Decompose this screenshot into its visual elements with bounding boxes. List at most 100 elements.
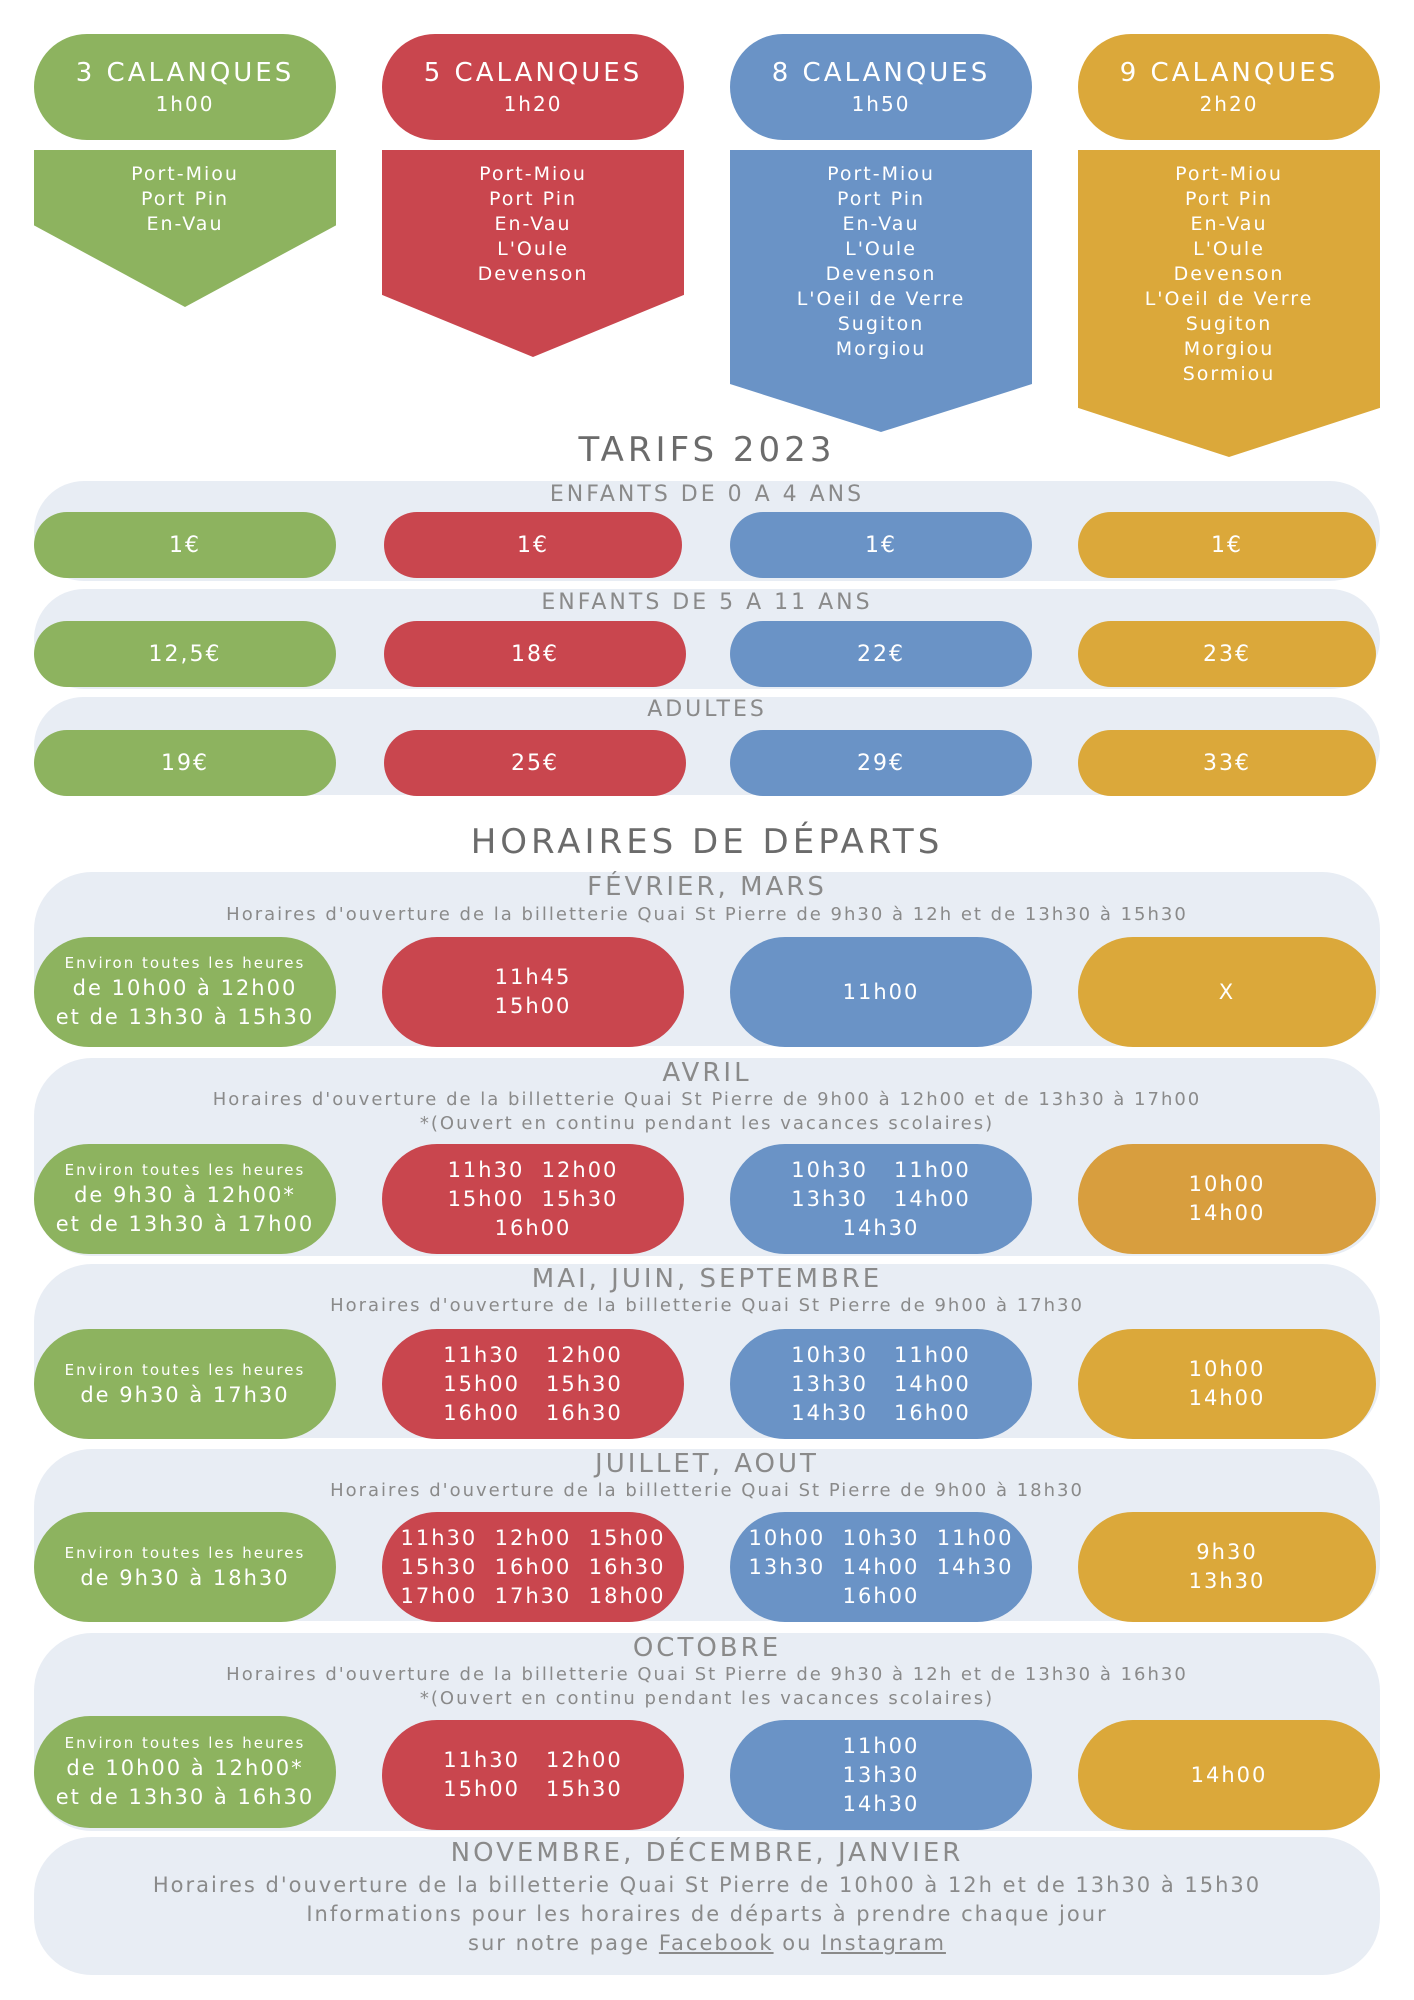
period-note: Horaires d'ouverture de la billetterie Q… <box>330 1480 1084 1501</box>
tour-name: 9 CALANQUES <box>1119 58 1339 88</box>
tarif-label: ENFANTS DE 5 A 11 ANS <box>541 590 873 615</box>
schedule-line: et de 13h30 à 15h30 <box>55 1005 315 1029</box>
schedule-line: de 10h00 à 12h00 <box>72 976 298 1000</box>
price-9-calanques: 1€ <box>1078 512 1376 578</box>
schedule-9-calanques: X <box>1078 937 1376 1047</box>
schedule-line: 10h30 11h00 <box>791 1342 971 1367</box>
schedule-5-calanques: 11h30 12h00 15h00 15h30 16h00 <box>382 1144 684 1254</box>
price-3-calanques: 12,5€ <box>34 621 336 687</box>
schedule-line: de 9h30 à 18h30 <box>80 1565 290 1590</box>
stop-item: Port-Miou <box>1175 163 1283 185</box>
price-5-calanques: 1€ <box>384 512 682 578</box>
schedule-intro: Environ toutes les heures <box>64 1734 306 1752</box>
schedule-line: 14h30 16h00 <box>791 1400 971 1425</box>
instagram-link[interactable]: Instagram <box>821 1931 946 1955</box>
schedule-line: 9h30 <box>1196 1540 1258 1564</box>
winter-note: Horaires d'ouverture de la billetterie Q… <box>152 1873 1262 1897</box>
schedule-line: 10h30 11h00 <box>791 1157 971 1182</box>
schedule-line: 16h00 16h30 <box>443 1400 623 1425</box>
tarif-label: ENFANTS DE 0 A 4 ANS <box>549 482 865 507</box>
schedule-intro: Environ toutes les heures <box>64 954 306 972</box>
stop-item: L'Oule <box>845 238 917 260</box>
tour-duration: 1h20 <box>503 92 563 116</box>
schedule-3-calanques: Environ toutes les heures de 10h00 à 12h… <box>34 1716 336 1828</box>
stop-item: Morgiou <box>835 338 927 360</box>
stop-item: Sugiton <box>1185 313 1273 335</box>
tour-3-stops: Port-Miou Port Pin En-Vau <box>34 150 336 307</box>
period-band-hiver <box>34 1837 1380 1975</box>
stop-item: Port-Miou <box>827 163 935 185</box>
period-note: Horaires d'ouverture de la billetterie Q… <box>226 1664 1188 1685</box>
period-label: OCTOBRE <box>632 1633 782 1663</box>
schedule-line: 11h30 12h00 <box>447 1157 619 1182</box>
tour-name: 3 CALANQUES <box>75 58 295 88</box>
stop-item: Port Pin <box>836 188 926 210</box>
schedule-line: 13h30 14h00 14h30 <box>748 1554 1014 1579</box>
schedule-line: 11h45 <box>494 965 572 989</box>
schedule-9-calanques: 14h00 <box>1078 1720 1380 1830</box>
price-8-calanques: 1€ <box>730 512 1032 578</box>
tour-8-header: 8 CALANQUES 1h50 <box>730 34 1032 140</box>
schedule-line: 16h00 <box>842 1583 920 1608</box>
period-note: *(Ouvert en continu pendant les vacances… <box>419 1113 995 1134</box>
schedule-line: 10h00 <box>1188 1357 1266 1381</box>
period-note: Horaires d'ouverture de la billetterie Q… <box>212 1089 1202 1110</box>
tour-5-stops: Port-Miou Port Pin En-Vau L'Oule Devenso… <box>382 150 684 357</box>
schedule-intro: Environ toutes les heures <box>64 1360 306 1379</box>
price-8-calanques: 29€ <box>730 730 1032 796</box>
stop-item: Port Pin <box>1184 188 1274 210</box>
tour-9-stops: Port-Miou Port Pin En-Vau L'Oule Devenso… <box>1078 150 1380 457</box>
period-label: FÉVRIER, MARS <box>587 872 827 902</box>
tarif-label: ADULTES <box>647 697 767 722</box>
schedule-line: de 10h00 à 12h00* <box>66 1756 304 1780</box>
schedule-line: 10h00 10h30 11h00 <box>748 1525 1014 1550</box>
stop-item: Port Pin <box>140 188 230 210</box>
stop-item: Sormiou <box>1182 363 1276 385</box>
schedule-line: 11h30 12h00 <box>443 1748 623 1772</box>
period-note: Horaires d'ouverture de la billetterie Q… <box>330 1295 1084 1316</box>
schedule-line: 15h00 <box>494 994 572 1018</box>
stop-item: En-Vau <box>1190 213 1268 235</box>
schedule-3-calanques: Environ toutes les heures de 10h00 à 12h… <box>34 937 336 1047</box>
schedule-3-calanques: Environ toutes les heures de 9h30 à 12h0… <box>34 1144 336 1254</box>
schedule-5-calanques: 11h45 15h00 <box>382 937 684 1047</box>
schedule-line: de 9h30 à 17h30 <box>80 1382 290 1407</box>
tour-name: 5 CALANQUES <box>423 58 643 88</box>
schedule-line: 14h30 <box>842 1215 920 1240</box>
stop-item: Devenson <box>825 263 937 285</box>
schedule-8-calanques: 11h00 <box>730 937 1032 1047</box>
schedule-5-calanques: 11h30 12h00 15h00 15h30 16h00 16h30 <box>382 1329 684 1439</box>
stop-item: L'Oeil de Verre <box>1144 288 1314 310</box>
period-label: JUILLET, AOUT <box>595 1449 819 1479</box>
period-label: MAI, JUIN, SEPTEMBRE <box>531 1264 883 1294</box>
schedule-9-calanques: 10h00 14h00 <box>1078 1329 1376 1439</box>
schedule-5-calanques: 11h30 12h00 15h00 15h30 <box>382 1720 684 1830</box>
price-8-calanques: 22€ <box>730 621 1032 687</box>
stop-item: En-Vau <box>146 213 224 235</box>
tour-3-header: 3 CALANQUES 1h00 <box>34 34 336 140</box>
schedule-9-calanques: 9h30 13h30 <box>1078 1512 1376 1622</box>
stop-item: Port-Miou <box>479 163 587 185</box>
schedule-line: 11h00 <box>842 979 920 1004</box>
schedule-line: 15h00 15h30 <box>443 1371 623 1396</box>
stop-item: L'Oeil de Verre <box>796 288 966 310</box>
schedule-intro: Environ toutes les heures <box>64 1543 306 1562</box>
facebook-link[interactable]: Facebook <box>658 1931 774 1955</box>
schedule-line: 14h00 <box>1188 1386 1266 1410</box>
schedule-8-calanques: 10h30 11h00 13h30 14h00 14h30 <box>730 1144 1032 1254</box>
schedule-line: 15h30 16h00 16h30 <box>400 1554 666 1579</box>
winter-note: Informations pour les horaires de départ… <box>306 1902 1108 1926</box>
stop-item: L'Oule <box>497 238 569 260</box>
schedule-line: 13h30 14h00 <box>791 1371 971 1396</box>
schedule-line: et de 13h30 à 17h00 <box>55 1212 315 1236</box>
winter-text: sur notre page <box>468 1931 659 1955</box>
schedule-line: 11h00 <box>842 1733 920 1758</box>
schedule-line: X <box>1218 979 1236 1004</box>
stop-item: Port-Miou <box>131 163 239 185</box>
schedule-intro: Environ toutes les heures <box>64 1161 306 1179</box>
schedule-8-calanques: 10h00 10h30 11h00 13h30 14h00 14h30 16h0… <box>730 1512 1032 1622</box>
schedule-line: 14h00 <box>1190 1762 1268 1787</box>
stop-item: Morgiou <box>1183 338 1275 360</box>
stop-item: En-Vau <box>494 213 572 235</box>
schedule-line: 15h00 15h30 <box>447 1186 619 1211</box>
